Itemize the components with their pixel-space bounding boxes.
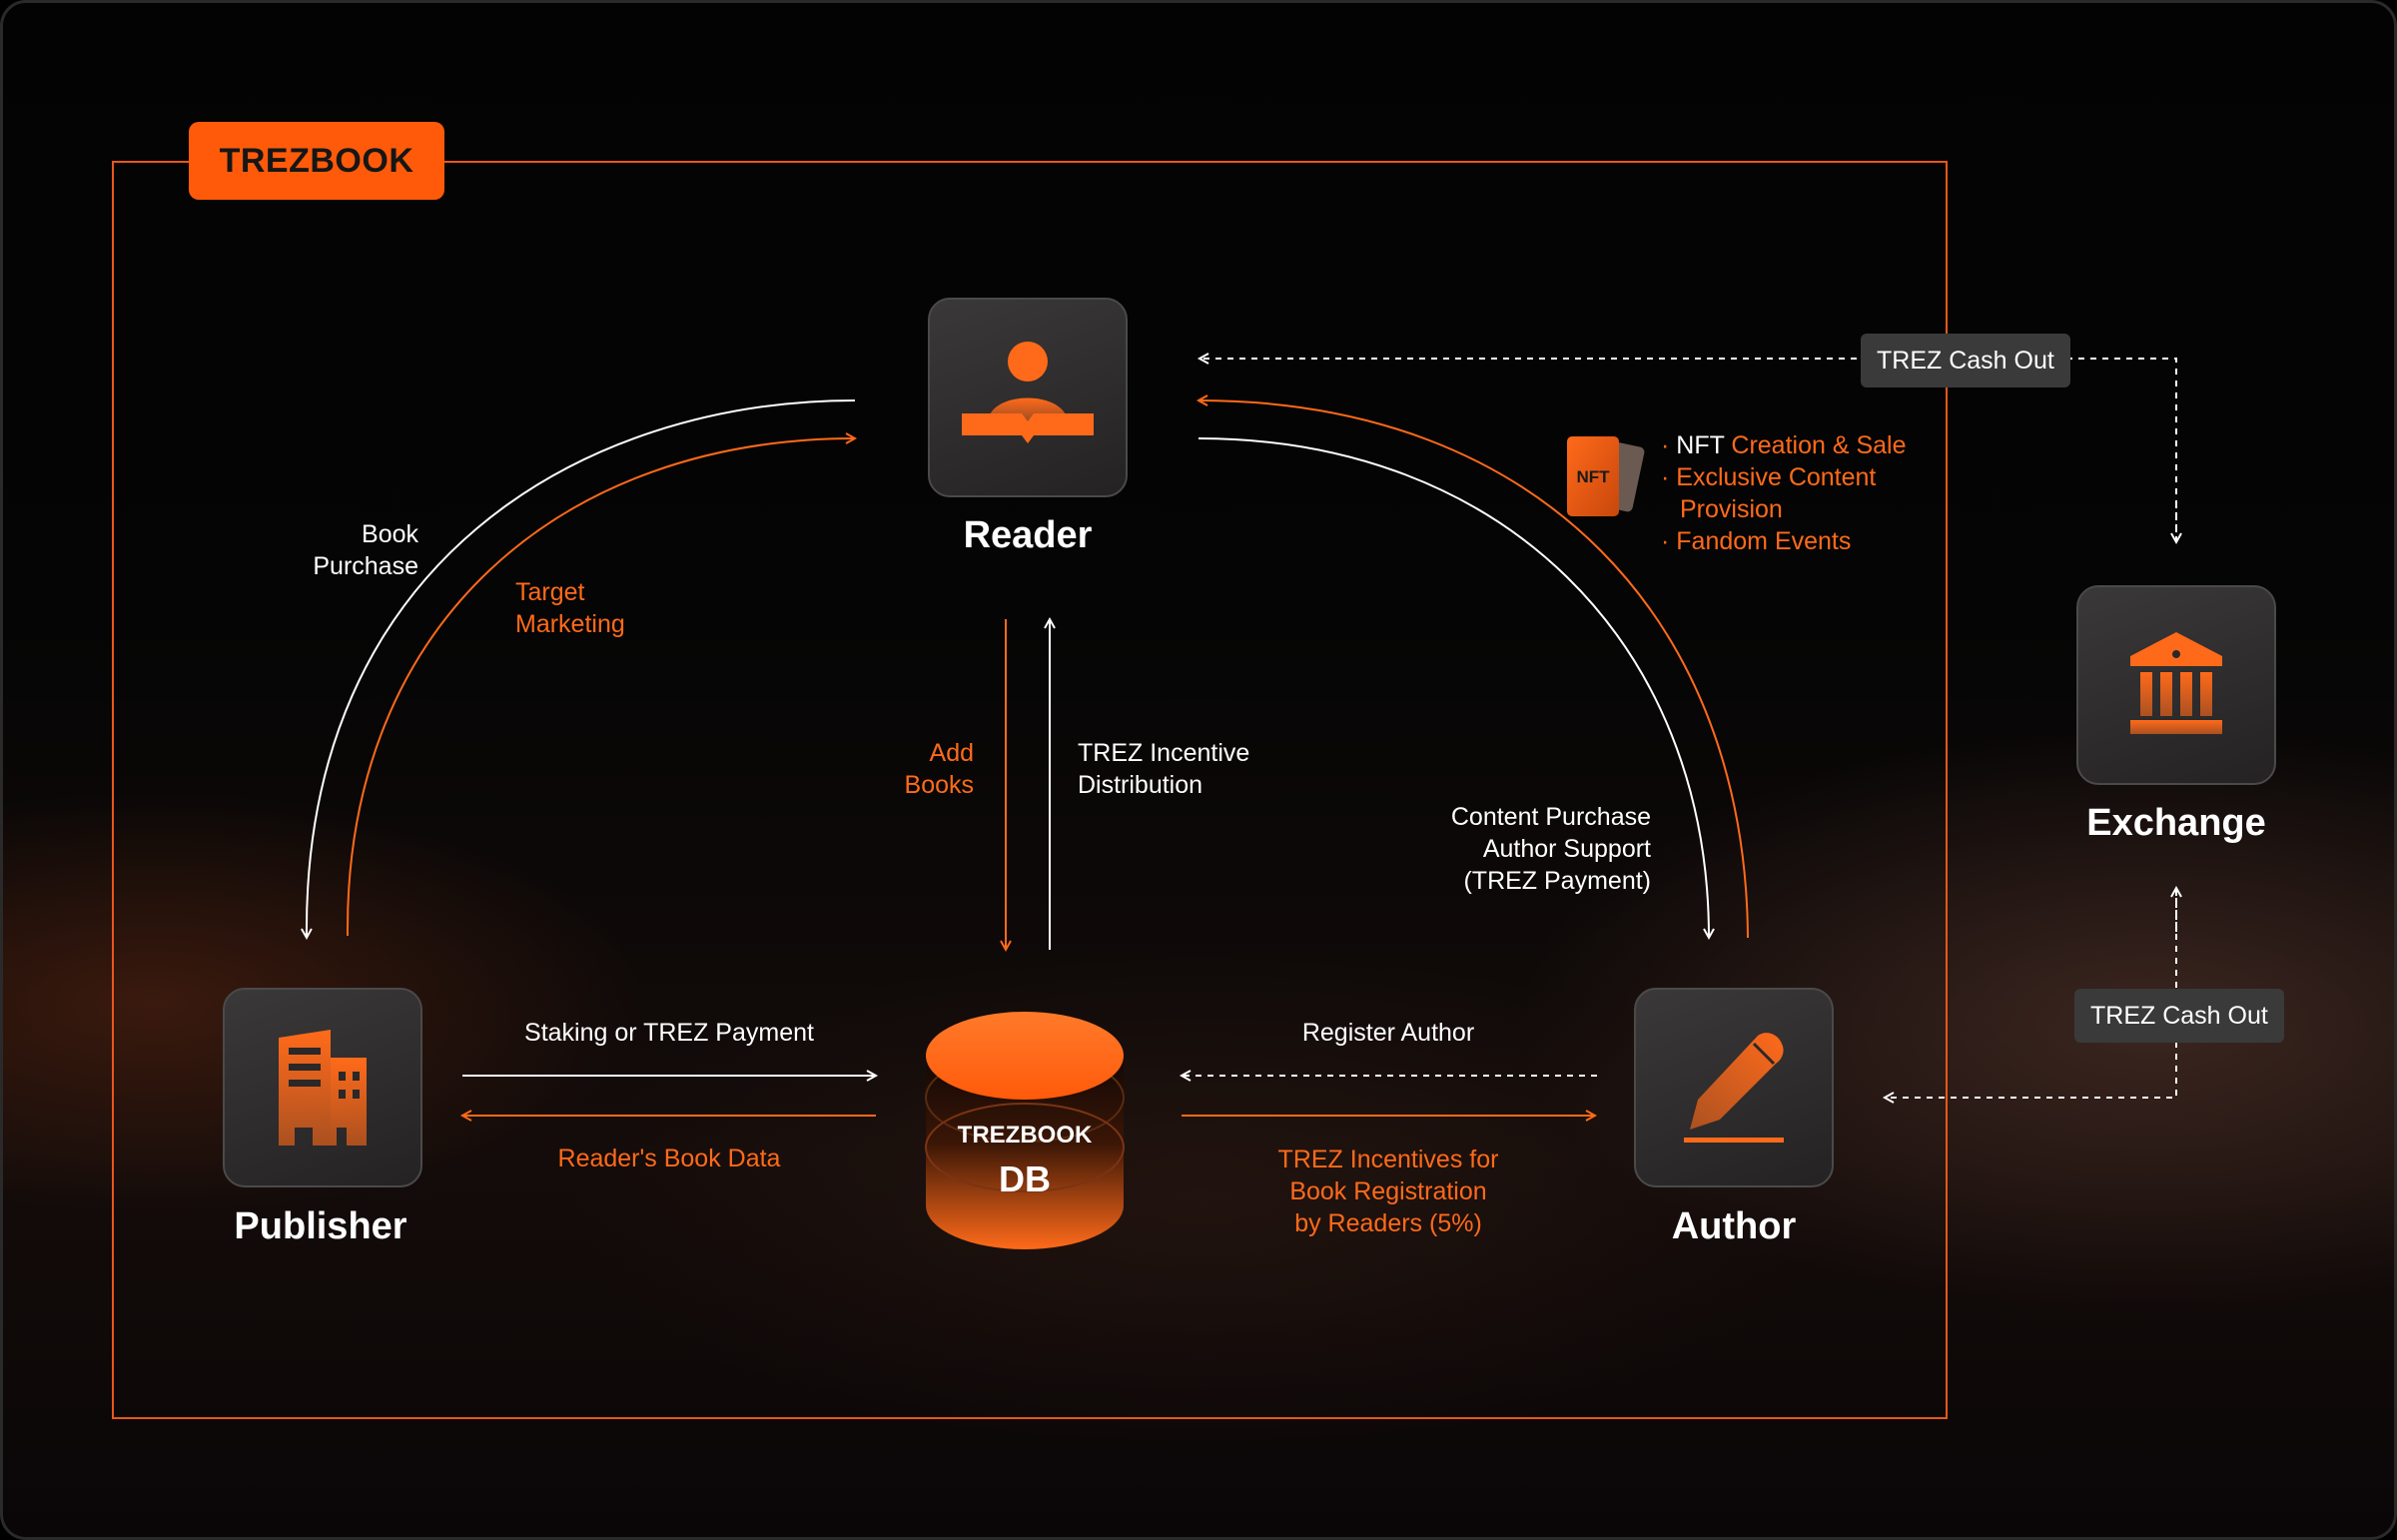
- nft-badge-text: NFT: [1576, 467, 1610, 486]
- building-icon: [279, 1030, 367, 1146]
- cash-out-top-badge: TREZ Cash Out: [1861, 334, 2070, 387]
- author-label: Author: [1671, 1205, 1797, 1247]
- readers-book-data-label: Reader's Book Data: [557, 1145, 781, 1172]
- staking-label: Staking or TREZ Payment: [524, 1019, 814, 1047]
- brand-label: TREZBOOK: [189, 122, 444, 200]
- nft-card-icon: NFT: [1567, 436, 1645, 516]
- nft-benefits-arrow: [1196, 394, 1749, 939]
- pencil-icon: [1684, 1033, 1784, 1143]
- publisher-node[interactable]: [223, 988, 422, 1187]
- exchange-node[interactable]: [2076, 585, 2276, 785]
- database-cylinder-icon: [925, 1012, 1125, 1249]
- db-top-label: TREZBOOK: [957, 1122, 1093, 1149]
- content-purchase-arrow: [1198, 437, 1715, 941]
- reader-with-book-icon: [962, 342, 1094, 443]
- bank-icon: [2130, 632, 2222, 734]
- trezbook-platform-boundary: [112, 161, 1948, 1419]
- publisher-label: Publisher: [234, 1205, 407, 1247]
- target-marketing-arrow: [346, 432, 858, 937]
- book-purchase-arrow: [301, 399, 856, 941]
- register-author-label: Register Author: [1301, 1019, 1475, 1047]
- cash-out-bottom-badge: TREZ Cash Out: [2074, 989, 2284, 1043]
- flow-connectors: [301, 353, 2182, 1122]
- reader-label: Reader: [963, 514, 1093, 556]
- nft-benefits-list: · NFT Creation & Sale · Exclusive Conten…: [1661, 431, 1907, 555]
- cash-out-top-line: [1197, 353, 2177, 542]
- db-bottom-label: DB: [999, 1158, 1051, 1199]
- exchange-label: Exchange: [2086, 802, 2266, 844]
- author-node[interactable]: [1634, 988, 1834, 1187]
- reader-node[interactable]: [928, 298, 1128, 497]
